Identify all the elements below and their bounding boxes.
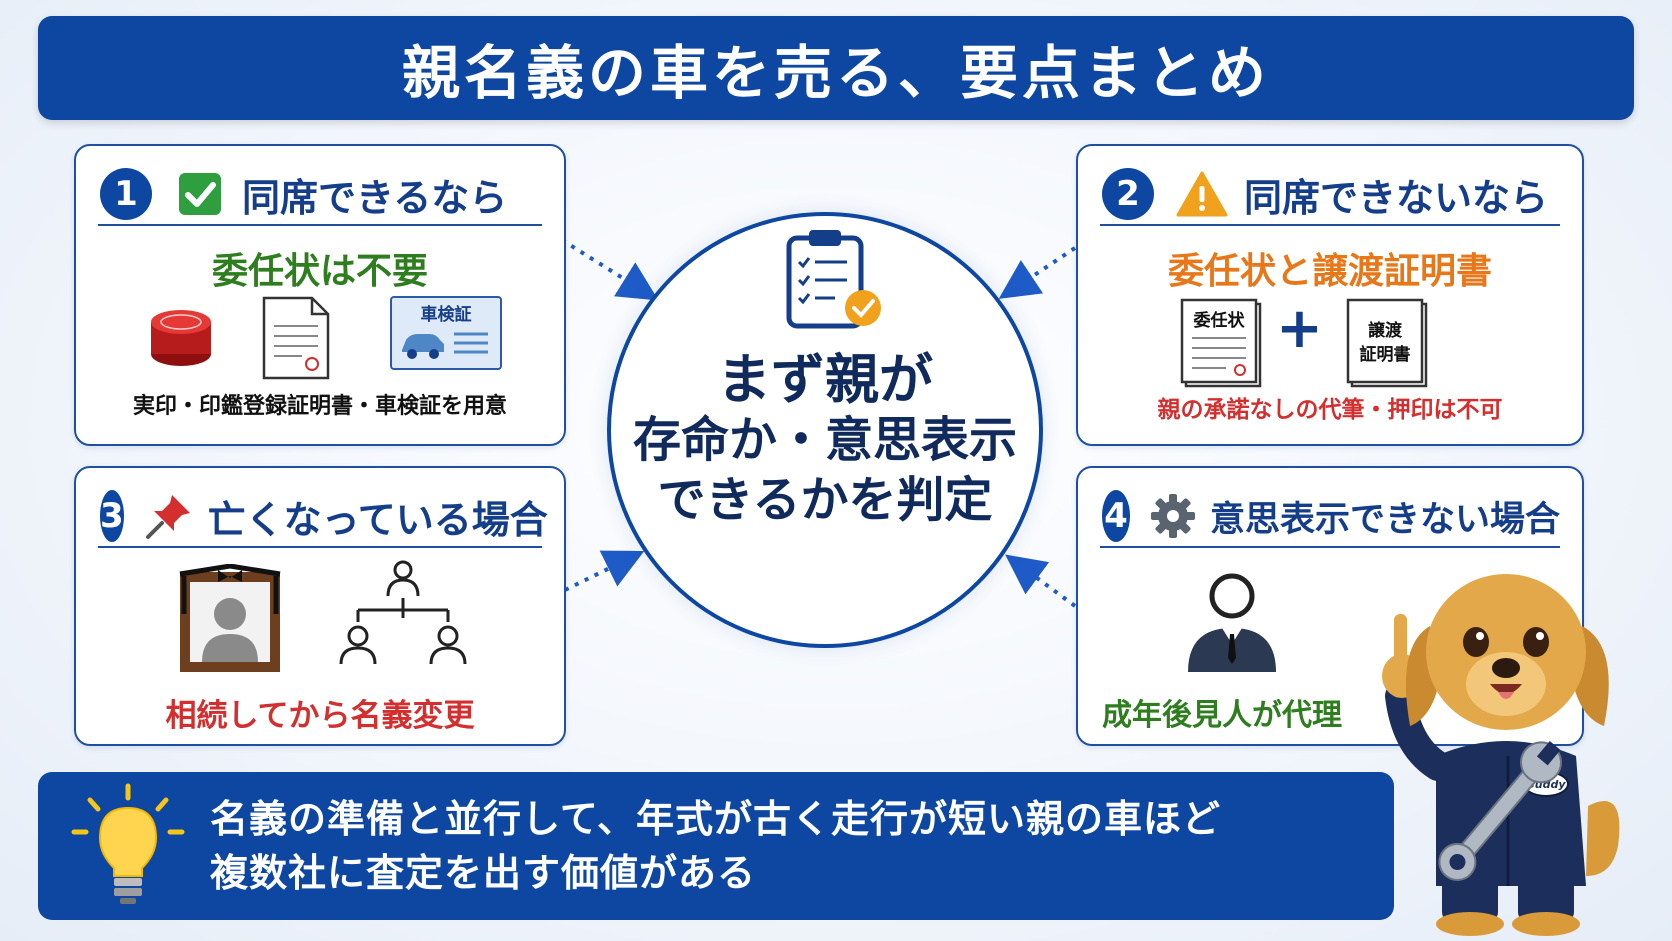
center-line-2: 存命か・意思表示 [632, 412, 1017, 468]
center-line-3: できるかを判定 [657, 472, 993, 528]
card-4-header: 4 意思表示できない場合 [1100, 486, 1560, 548]
card-2-subtitle: 委任状と譲渡証明書 [1167, 251, 1492, 292]
power-of-attorney-doc-icon: 委任状 [1180, 298, 1262, 388]
step-number-3: 3 [100, 490, 124, 542]
center-line-1: まず親が [717, 348, 933, 411]
bottom-tip-text: 名義の準備と並行して、年式が古く走行が短い親の車ほど 複数社に査定を出す価値があ… [210, 792, 1221, 900]
card-3-header: 3 亡くなっている場合 [98, 486, 548, 548]
card-2-absent: 2 同席できないなら 委任状と譲渡証明書 委任状 + 譲渡 証明書 親の承諾なし… [1076, 144, 1584, 446]
pushpin-icon [144, 488, 194, 544]
bottom-tip-bar: 名義の準備と並行して、年式が古く走行が短い親の車ほど 複数社に査定を出す価値があ… [38, 772, 1394, 920]
family-tree-icon [338, 560, 468, 676]
certificate-document-icon [262, 296, 330, 384]
power-of-attorney-label: 委任状 [1193, 311, 1245, 331]
plus-sign: + [1276, 296, 1323, 361]
card-1-heading: 同席できるなら [242, 175, 508, 220]
card-3-caption: 相続してから名義変更 [165, 698, 475, 734]
arrow-1 [560, 238, 659, 301]
step-number-1: 1 [100, 168, 152, 220]
bottom-line-1: 名義の準備と並行して、年式が古く走行が短い親の車ほど [210, 797, 1221, 841]
guardian-person-icon [1184, 572, 1280, 678]
seal-icon [146, 304, 216, 374]
page-title: 親名義の車を売る、要点まとめ [401, 39, 1270, 107]
card-2-header: 2 同席できないなら [1100, 164, 1560, 226]
bottom-line-2: 複数社に査定を出す価値がある [210, 851, 757, 895]
card-4-caption: 成年後見人が代理 [1102, 698, 1342, 733]
step-number-2: 2 [1102, 168, 1154, 220]
card-1-header: 1 同席できるなら [98, 164, 542, 226]
memorial-portrait-icon [176, 563, 284, 680]
card-1-caption: 実印・印鑑登録証明書・車検証を用意 [132, 394, 507, 419]
arrow-2 [998, 246, 1077, 299]
center-text: まず親が 存命か・意思表示 できるかを判定 [611, 350, 1039, 530]
gear-icon [1150, 488, 1196, 544]
card-2-caption: 親の承諾なしの代筆・押印は不可 [1157, 397, 1503, 423]
mascot-dog: Buddy [1376, 556, 1636, 936]
transfer-certificate-label-2: 証明書 [1359, 345, 1411, 365]
warning-icon [1174, 166, 1230, 222]
arrow-4 [1005, 554, 1077, 608]
clipboard-icon [785, 228, 885, 336]
card-3-deceased: 3 亡くなっている場合 [74, 466, 566, 746]
lightbulb-icon [68, 782, 188, 916]
title-bar: 親名義の車を売る、要点まとめ [38, 16, 1634, 120]
check-icon [172, 166, 228, 222]
arrow-3 [564, 550, 645, 592]
center-judgement-circle: まず親が 存命か・意思表示 できるかを判定 [607, 212, 1043, 648]
transfer-certificate-doc-icon: 譲渡 証明書 [1346, 298, 1430, 388]
vehicle-inspection-card-icon: 車検証 [390, 296, 502, 370]
card-3-heading: 亡くなっている場合 [207, 497, 548, 542]
vehicle-inspection-label: 車検証 [420, 305, 472, 325]
card-1-subtitle: 委任状は不要 [211, 251, 428, 292]
card-4-heading: 意思表示できない場合 [1209, 499, 1560, 540]
transfer-certificate-label-1: 譲渡 [1368, 321, 1402, 341]
card-1-attend: 1 同席できるなら 委任状は不要 車検証 [74, 144, 566, 446]
step-number-4: 4 [1102, 490, 1130, 542]
card-2-heading: 同席できないなら [1244, 175, 1549, 220]
